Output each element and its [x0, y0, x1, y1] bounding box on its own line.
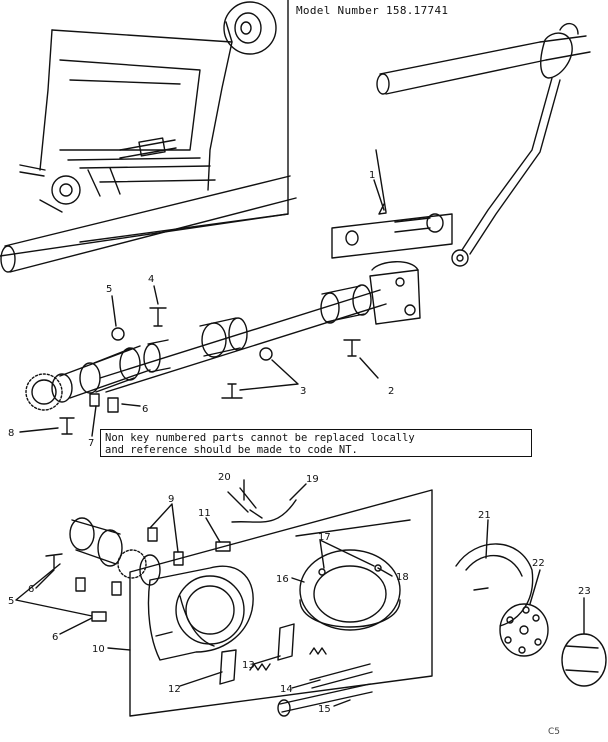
machine-inset [0, 0, 297, 273]
callout-9: 9 [168, 494, 174, 505]
rocker-arm-assembly [376, 23, 591, 267]
callout-2: 2 [388, 386, 394, 397]
callout-6c: 6 [52, 632, 58, 643]
lower-leader-lines [15, 479, 585, 707]
hook-assembly-box [129, 489, 433, 717]
note-line-1: Non key numbered parts cannot be replace… [105, 432, 415, 444]
callout-15: 15 [318, 704, 331, 715]
main-shaft [25, 261, 421, 411]
callout-6: 6 [142, 404, 148, 415]
callout-19: 19 [306, 474, 319, 485]
callout-16: 16 [276, 574, 289, 585]
callout-4: 4 [148, 274, 154, 285]
hook-ring-part-16 [299, 549, 401, 631]
page-code: C5 [548, 727, 561, 737]
callout-5b: 5 [8, 596, 14, 607]
crank-pin-part-1 [331, 149, 453, 259]
callout-21: 21 [478, 510, 491, 521]
model-number-label: Model Number 158.17741 [296, 4, 449, 17]
callout-17: 17 [318, 532, 331, 543]
upper-leader-lines [19, 179, 385, 437]
hook-assembly [45, 517, 373, 717]
callout-18: 18 [396, 572, 409, 583]
callout-5: 5 [106, 284, 112, 295]
callout-11: 11 [198, 508, 211, 519]
callout-1: 1 [369, 170, 375, 181]
thread-guide-parts-19-20 [227, 487, 297, 523]
callout-8: 8 [8, 428, 14, 439]
callout-numbers: 1 2 3 4 5 6 7 8 9 10 11 12 13 14 15 16 1… [8, 170, 591, 715]
callout-22: 22 [532, 558, 545, 569]
note-line-2: and reference should be made to code NT. [105, 444, 358, 456]
upper-screws [59, 307, 361, 435]
callout-14: 14 [280, 684, 293, 695]
callout-12: 12 [168, 684, 181, 695]
bobbin-parts-21-23 [455, 543, 607, 687]
callout-3: 3 [300, 386, 306, 397]
callout-10: 10 [92, 644, 105, 655]
callout-23: 23 [578, 586, 591, 597]
callout-20: 20 [218, 472, 231, 483]
callout-13: 13 [242, 660, 255, 671]
replacement-note: Non key numbered parts cannot be replace… [100, 429, 532, 457]
callout-6b: 6 [28, 584, 34, 595]
callout-7: 7 [88, 438, 94, 449]
